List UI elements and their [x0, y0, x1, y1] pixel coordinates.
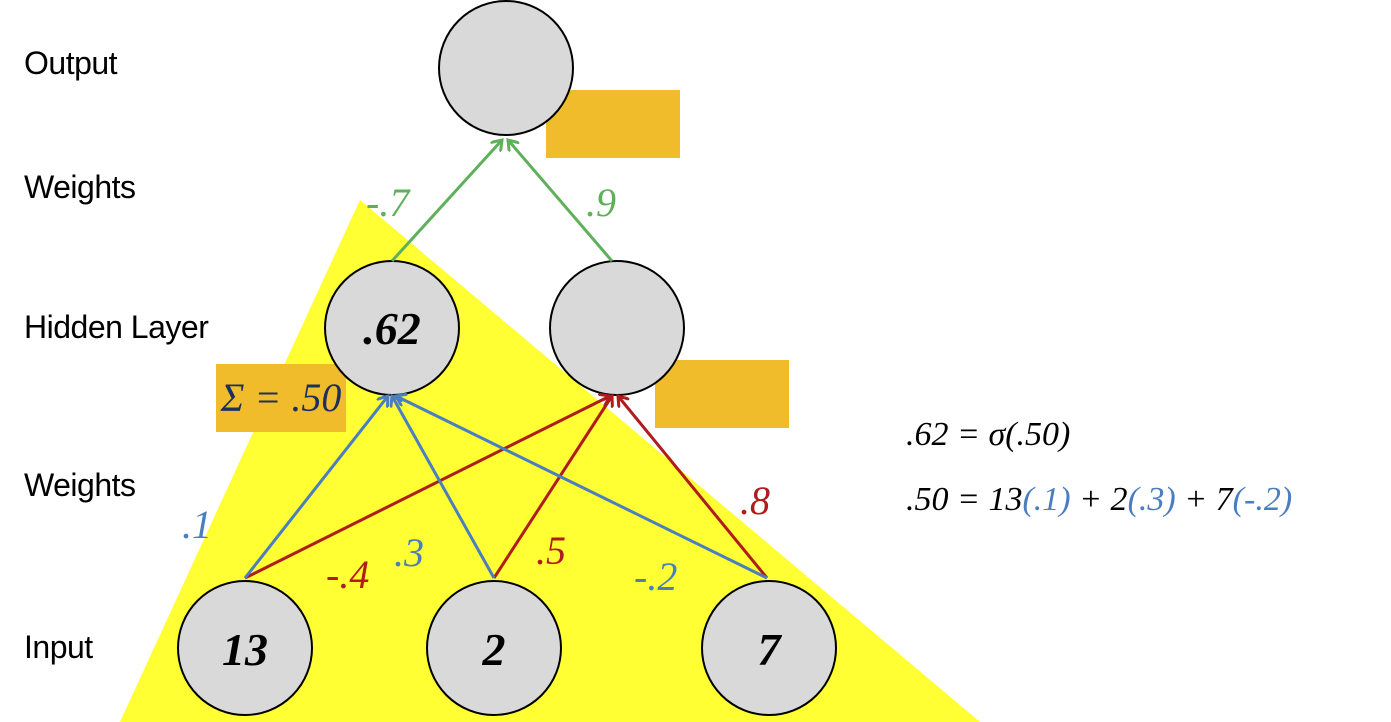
weight-in1-h2: -.4 — [326, 552, 369, 597]
weight-in1-h1: .1 — [182, 502, 212, 547]
edge-in1-h2 — [244, 396, 610, 580]
input-node-1-value: 13 — [222, 624, 268, 675]
input-node-3 — [701, 580, 837, 716]
output-node — [438, 0, 574, 136]
weight-in2-h2: .5 — [536, 528, 566, 573]
input-node-1 — [177, 580, 313, 716]
input-node-2-value: 2 — [482, 624, 506, 675]
sum-label: Σ = .50 — [220, 375, 342, 420]
edge-in1-h1 — [243, 396, 388, 579]
label-output: Output — [24, 45, 118, 81]
output-answer-box — [546, 90, 680, 158]
edge-in2-h1 — [392, 396, 496, 579]
hidden-node-2 — [549, 260, 685, 396]
eq-lhs: .50 = 13 — [906, 481, 1022, 518]
weight-h1-output: -.7 — [366, 180, 411, 225]
label-input: Input — [24, 629, 93, 665]
label-weights-bottom: Weights — [24, 467, 136, 503]
hidden2-answer-box — [655, 360, 789, 428]
hidden-node-1-value: .62 — [363, 303, 421, 354]
input-node-2 — [426, 580, 562, 716]
edge-in3-h1 — [396, 396, 768, 580]
input-node-3-value: 7 — [758, 624, 783, 675]
eq-weight-1: (.1) — [1022, 481, 1070, 518]
edge-in2-h2 — [492, 396, 612, 579]
edge-h1-output — [390, 140, 502, 263]
equation-activation: .62 = σ(.50) — [906, 416, 1070, 453]
label-weights-top: Weights — [24, 169, 136, 205]
weight-in3-h1: -.2 — [634, 554, 677, 599]
eq-weight-2: (.3) — [1128, 481, 1176, 518]
eq-term-3: + 7 — [1176, 481, 1235, 518]
label-hidden-layer: Hidden Layer — [24, 309, 209, 345]
weight-h2-output: .9 — [586, 180, 616, 225]
edge-in3-h2 — [618, 396, 769, 579]
weight-in3-h2: .8 — [740, 478, 770, 523]
edge-h2-output — [508, 140, 614, 262]
equation-weighted-sum: .50 = 13(.1) + 2(.3) + 7(-.2) — [906, 481, 1292, 518]
sum-box — [216, 364, 346, 432]
weight-in2-h1: .3 — [394, 530, 424, 575]
eq-weight-3: (-.2) — [1233, 481, 1292, 518]
eq-term-2: + 2 — [1071, 481, 1128, 518]
